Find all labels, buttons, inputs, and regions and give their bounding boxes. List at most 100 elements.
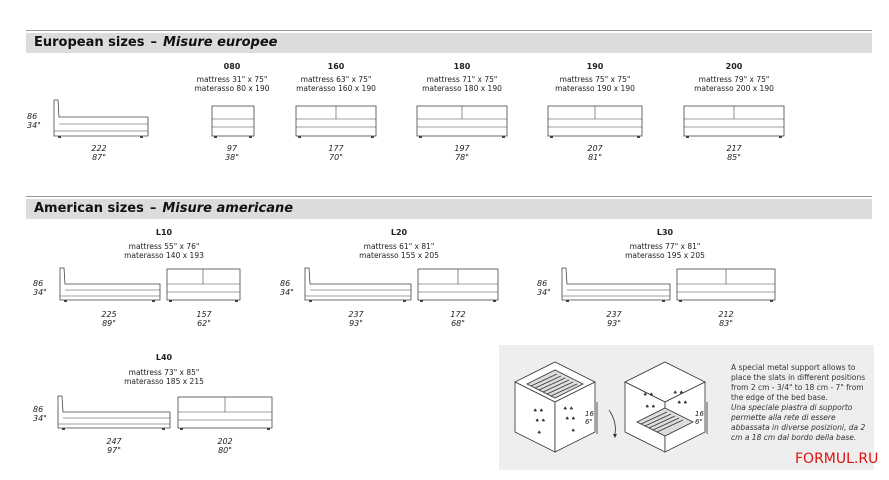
length-cm: 247 xyxy=(106,437,122,446)
us-front-view-l40 xyxy=(177,396,273,430)
svg-text:♠ ♠: ♠ ♠ xyxy=(565,416,576,422)
support-description: A special metal support allows to place … xyxy=(731,363,871,443)
length-cm: 237 xyxy=(348,310,364,319)
mattress-size: mattress 55" x 76" xyxy=(128,242,200,251)
european-sizes-header: European sizes–Misure europee xyxy=(26,33,872,53)
support-illustration: ♠ ♠♠ ♠ ♠ ♠♠ ♠ ♠♠ 16 6" ♠ ♠♠ ♠ ♠ ♠♠ ♠ 16 … xyxy=(514,361,708,453)
eu-length-cm: 222 xyxy=(91,144,107,153)
us-size-code: L20 xyxy=(390,228,408,237)
width-in: 81" xyxy=(588,153,602,162)
height-in: 34" xyxy=(537,288,551,297)
width-in: 83" xyxy=(719,319,733,328)
width-cm: 197 xyxy=(454,144,470,153)
us-height: 86 34" xyxy=(280,279,294,297)
us-length-l20: 237 93" xyxy=(336,310,376,328)
eu-width-200: 217 85" xyxy=(714,144,754,162)
materasso-size: materasso 200 x 190 xyxy=(694,84,774,93)
height-in: 34" xyxy=(280,288,294,297)
title-separator: – xyxy=(149,201,157,216)
us-length-l40: 247 97" xyxy=(94,437,134,455)
american-subtitle: Misure americane xyxy=(162,201,294,216)
eu-size-code: 190 xyxy=(586,62,604,71)
height-cm: 86 xyxy=(537,279,548,288)
width-in: 70" xyxy=(329,153,343,162)
height-cm: 86 xyxy=(280,279,291,288)
length-in: 93" xyxy=(349,319,363,328)
length-cm: 225 xyxy=(101,310,117,319)
width-in: 78" xyxy=(455,153,469,162)
mattress-size: mattress 71" x 75" xyxy=(426,75,498,84)
us-side-view-l30 xyxy=(561,267,671,302)
eu-front-view-200 xyxy=(683,105,785,138)
eu-height-in: 34" xyxy=(27,121,41,130)
height-in: 34" xyxy=(33,288,47,297)
support-dim-2-cm: 16 xyxy=(695,410,704,418)
svg-text:♠ ♠: ♠ ♠ xyxy=(677,400,688,406)
eu-size-label: mattress 71" x 75" materasso 180 x 190 xyxy=(412,75,512,93)
materasso-size: materasso 80 x 190 xyxy=(194,84,270,93)
eu-front-view-080 xyxy=(211,105,255,138)
materasso-size: materasso 195 x 205 xyxy=(625,251,705,260)
eu-width-180: 197 78" xyxy=(442,144,482,162)
width-in: 38" xyxy=(225,153,239,162)
width-cm: 212 xyxy=(718,310,734,319)
svg-text:♠ ♠: ♠ ♠ xyxy=(563,406,574,412)
mattress-size: mattress 75" x 75" xyxy=(559,75,631,84)
mattress-size: mattress 77" x 81" xyxy=(629,242,701,251)
eu-width-160: 177 70" xyxy=(316,144,356,162)
length-in: 93" xyxy=(607,319,621,328)
eu-size-label: mattress 75" x 75" materasso 190 x 190 xyxy=(545,75,645,93)
materasso-size: materasso 155 x 205 xyxy=(359,251,439,260)
us-size-code: L40 xyxy=(155,353,173,362)
eu-size-label: mattress 79" x 75" materasso 200 x 190 xyxy=(684,75,784,93)
length-in: 97" xyxy=(107,446,121,455)
eu-front-view-190 xyxy=(547,105,643,138)
width-cm: 172 xyxy=(450,310,466,319)
length-cm: 237 xyxy=(606,310,622,319)
support-text-it: Una speciale piastra di supporto permett… xyxy=(731,403,866,442)
eu-size-code: 180 xyxy=(453,62,471,71)
european-title: European sizes xyxy=(34,35,145,50)
svg-text:♠ ♠: ♠ ♠ xyxy=(673,390,684,396)
eu-length-in: 87" xyxy=(92,153,106,162)
us-length-l30: 237 93" xyxy=(594,310,634,328)
width-cm: 177 xyxy=(328,144,344,153)
support-dim-2-in: 6" xyxy=(695,418,703,426)
us-front-view-l20 xyxy=(417,268,499,302)
materasso-size: materasso 160 x 190 xyxy=(296,84,376,93)
width-in: 62" xyxy=(197,319,211,328)
eu-side-length: 222 87" xyxy=(80,144,118,162)
us-height: 86 34" xyxy=(33,405,47,423)
eu-size-label: mattress 31" x 75" materasso 80 x 190 xyxy=(182,75,282,93)
height-cm: 86 xyxy=(33,405,44,414)
us-width-l40: 202 80" xyxy=(205,437,245,455)
materasso-size: materasso 180 x 190 xyxy=(422,84,502,93)
svg-text:♠ ♠: ♠ ♠ xyxy=(643,392,654,398)
us-width-l30: 212 83" xyxy=(706,310,746,328)
eu-height-cm: 86 xyxy=(27,112,38,121)
width-cm: 97 xyxy=(226,144,238,153)
height-cm: 86 xyxy=(33,279,44,288)
width-cm: 207 xyxy=(587,144,603,153)
us-width-l10: 157 62" xyxy=(184,310,224,328)
us-side-view-l40 xyxy=(57,395,171,430)
mattress-size: mattress 31" x 75" xyxy=(196,75,268,84)
us-side-view-l20 xyxy=(304,267,412,302)
svg-text:♠: ♠ xyxy=(571,428,575,434)
height-in: 34" xyxy=(33,414,47,423)
top-rule xyxy=(26,30,872,31)
american-title: American sizes xyxy=(34,201,144,216)
support-dim-1-cm: 16 xyxy=(585,410,594,418)
svg-text:♠ ♠: ♠ ♠ xyxy=(645,404,656,410)
eu-width-190: 207 81" xyxy=(575,144,615,162)
eu-size-code: 200 xyxy=(725,62,743,71)
us-size-label: mattress 61" x 81" materasso 155 x 205 xyxy=(349,242,449,260)
us-size-label: mattress 55" x 76" materasso 140 x 193 xyxy=(114,242,214,260)
us-front-view-l10 xyxy=(166,268,241,302)
width-cm: 157 xyxy=(196,310,212,319)
svg-text:♠ ♠: ♠ ♠ xyxy=(533,408,544,414)
us-size-label: mattress 77" x 81" materasso 195 x 205 xyxy=(615,242,715,260)
width-in: 68" xyxy=(451,319,465,328)
eu-side-height: 86 34" xyxy=(27,112,41,130)
us-width-l20: 172 68" xyxy=(438,310,478,328)
